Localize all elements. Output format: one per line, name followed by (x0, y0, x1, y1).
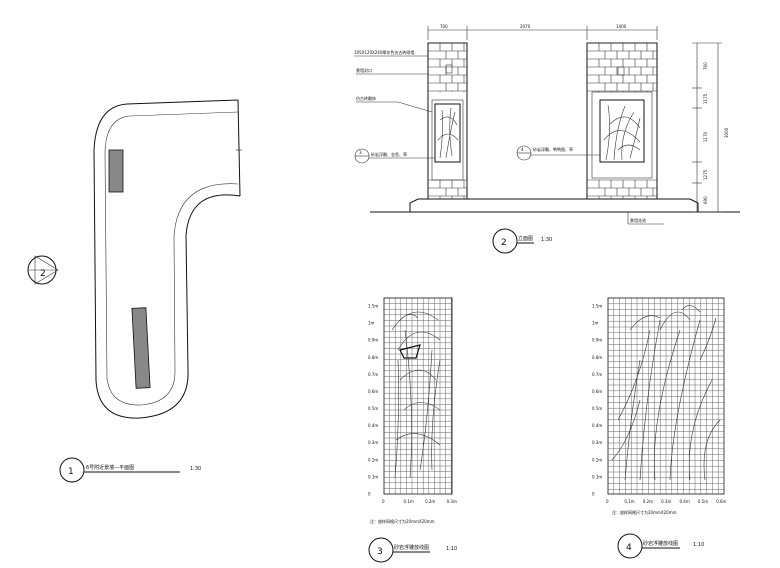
y-tick-label: 0 (368, 492, 371, 497)
elevation-title-circle (492, 228, 518, 254)
label-detail3: 砂岩浮雕、金鱼、草 (371, 151, 407, 157)
plan-title: 6号附近景墙—平面图 (86, 464, 134, 471)
grid-3-view: 1.5m 1m 0.9m 0.8m 0.7m 0.6m 0.5m 0.4m 0.3m 0.2m 0.… (368, 297, 457, 563)
x-tick-label: 0 (382, 499, 385, 504)
dim-top-1: 700 (440, 24, 448, 29)
grid-3-scale: 1:10 (446, 546, 457, 552)
dim-right-1: 760 (703, 62, 708, 70)
y-tick-label: 0.8m (592, 355, 602, 360)
plan-end-cut (237, 99, 241, 197)
grid-4-title-circle (617, 533, 643, 559)
y-tick-label: 0.3m (592, 440, 602, 445)
dim-right-3: 1170 (703, 131, 708, 142)
grid-3 (383, 297, 453, 495)
x-tick-label: 0.2m (643, 499, 653, 504)
x-tick-label: 0.2m (425, 499, 435, 504)
x-tick-label: 0.1m (404, 499, 414, 504)
north-marker: 2 (27, 255, 59, 285)
x-tick-label: 0 (606, 499, 609, 504)
y-tick-label: 0.9m (368, 338, 378, 343)
elevation-title: 立面图 (518, 235, 533, 242)
dim-total: 3000 (724, 127, 729, 138)
y-tick-label: 0.8m (368, 355, 378, 360)
y-tick-label: 0.1m (368, 474, 378, 479)
y-tick-label: 0.1m (592, 474, 602, 479)
y-tick-label: 0.4m (368, 423, 378, 428)
grid-4-note: 注：放样网格尺寸为20mmX20mm (612, 509, 677, 515)
label-cap: 景墙封口 (356, 67, 372, 73)
brick-courses (428, 42, 657, 199)
dim-right-4: 1275 (703, 169, 708, 180)
y-tick-label: 1.5m (368, 304, 378, 309)
dim-right-2: 1175 (703, 93, 708, 104)
y-tick-label: 0.4m (592, 423, 602, 428)
y-tick-label: 1.5m (592, 304, 602, 309)
x-tick-label: 0.4m (679, 499, 689, 504)
grid-4-carving (611, 305, 721, 481)
y-tick-label: 0.9m (592, 338, 602, 343)
plan-panel-1 (108, 149, 124, 193)
y-tick-label: 0.5m (368, 406, 378, 411)
elevation-scale: 1:30 (541, 237, 552, 243)
plan-view: 2 1 6号附近景墙—平面图 1:30 (27, 99, 242, 483)
y-tick-label: 1m (368, 321, 375, 326)
grid-4-title-number: 4 (626, 543, 632, 553)
grid-3-carving (391, 311, 441, 479)
y-tick-label: 0 (592, 492, 595, 497)
y-tick-label: 0.5m (592, 406, 602, 411)
elevation-view: 700 2070 1400 760 1175 1170 1275 690 300… (354, 24, 740, 254)
grid-3-title-circle (368, 537, 394, 563)
callout-4-num: 4 (521, 147, 524, 152)
x-tick-label: 0.6m (716, 499, 726, 504)
grid-3-title-number: 3 (377, 547, 383, 557)
dim-top-3: 1400 (616, 24, 627, 29)
grid-4 (607, 297, 725, 495)
x-tick-label: 0.3m (661, 499, 671, 504)
x-tick-label: 0.5m (698, 499, 708, 504)
plan-title-circle (59, 457, 85, 483)
grid-4-title: 砂岩浮雕放线图 (643, 540, 678, 547)
dim-right-5: 690 (703, 196, 708, 204)
label-detail4: 砂岩浮雕、鸭鸭图、草 (533, 146, 573, 152)
plan-outline-inner (104, 111, 239, 406)
left-column (427, 42, 468, 200)
callout-3-num: 3 (359, 150, 362, 155)
plan-outline-outer (93, 99, 241, 419)
plan-title-number: 1 (68, 467, 74, 477)
label-base: 景墙花池 (630, 217, 646, 223)
left-carving-panel (434, 103, 461, 163)
label-panel: 仿古砖雕饰 (356, 95, 376, 101)
y-tick-label: 0.7m (368, 372, 378, 377)
y-tick-label: 0.2m (368, 457, 378, 462)
north-marker-label: 2 (40, 269, 46, 279)
plan-panel-2 (131, 307, 151, 389)
planter-base (409, 198, 699, 212)
y-tick-label: 0.2m (592, 457, 602, 462)
elevation-title-number: 2 (501, 238, 507, 248)
grid-3-title: 砂岩浮雕放线图 (394, 544, 429, 551)
label-brick: 195X120X240厚灰色仿古砖砌墙 (354, 49, 414, 55)
grid-3-note: 注：放样网格尺寸为20mmX20mm (370, 518, 435, 524)
grid-4-view: 1.5m 1m 0.9m 0.8m 0.7m 0.6m 0.5m 0.4m 0.3m 0.2m 0.… (592, 297, 727, 559)
x-tick-label: 0.1m (624, 499, 634, 504)
y-tick-label: 0.3m (368, 440, 378, 445)
grid-4-scale: 1:10 (693, 542, 704, 548)
y-tick-label: 0.6m (592, 389, 602, 394)
plan-scale: 1:30 (190, 466, 201, 472)
dim-top-2: 2070 (520, 24, 531, 29)
y-tick-label: 0.6m (368, 389, 378, 394)
right-column (586, 42, 658, 200)
x-tick-label: 0.3m (447, 499, 457, 504)
y-tick-label: 0.7m (592, 372, 602, 377)
y-tick-label: 1m (592, 321, 599, 326)
right-carving-panel (599, 99, 645, 163)
